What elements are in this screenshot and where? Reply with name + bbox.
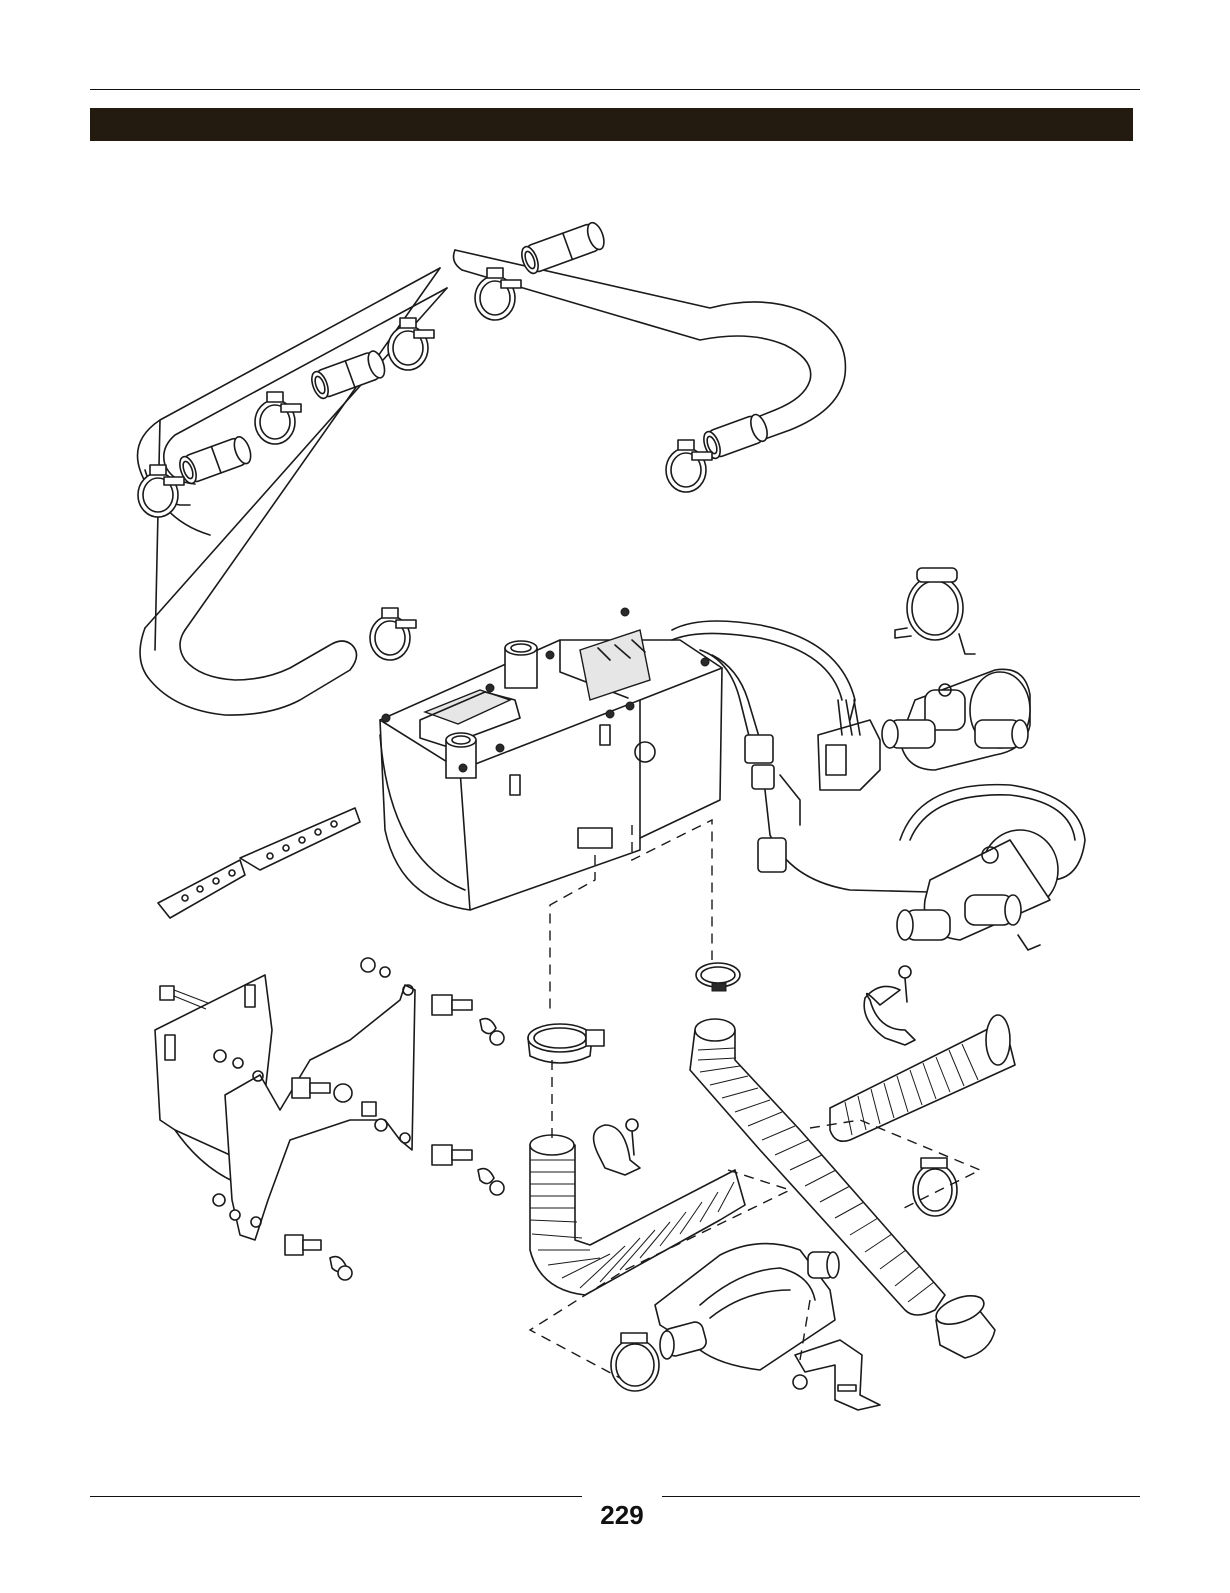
exhaust-hose	[689, 1018, 996, 1359]
wiring-harness	[671, 620, 931, 893]
water-pump	[881, 668, 1086, 951]
pipe-clip	[592, 985, 916, 1176]
heater-unit	[379, 607, 723, 911]
assembly-lines	[528, 818, 982, 1379]
mounting-bracket	[154, 974, 416, 1241]
fasteners	[159, 957, 912, 1390]
mounting-strap	[157, 807, 361, 919]
bottom-rule-right	[662, 1496, 1140, 1497]
muffler	[654, 1242, 840, 1371]
title-bar	[90, 108, 1133, 141]
bottom-rule-left	[90, 1496, 582, 1497]
page-number: 229	[600, 1500, 644, 1530]
muffler-bracket	[794, 1339, 881, 1411]
top-rule	[90, 89, 1140, 90]
hose-clamp	[137, 267, 976, 1392]
hose-connector	[179, 221, 768, 485]
intake-hose	[529, 1014, 1016, 1296]
